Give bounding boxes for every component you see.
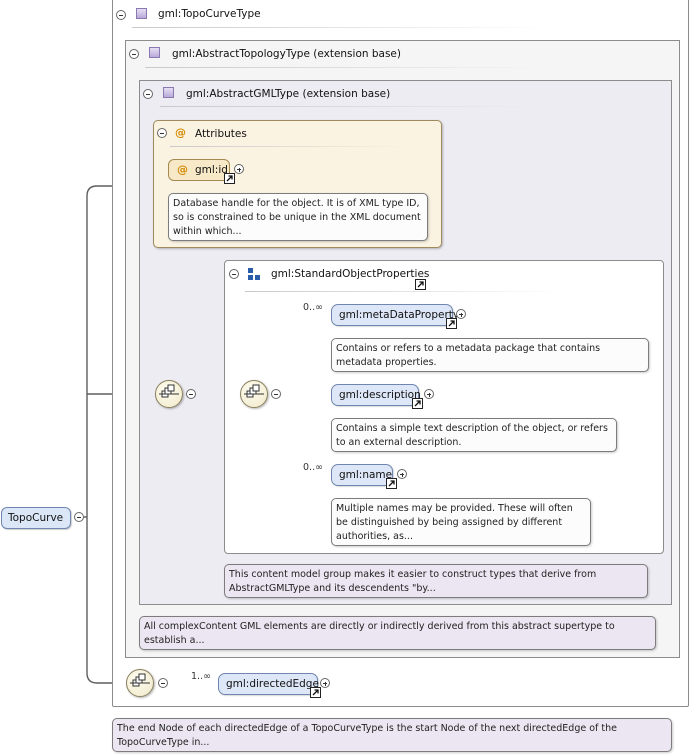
cardinality-label: 0..∞ (303, 462, 323, 473)
collapse-sequence[interactable] (186, 389, 196, 399)
reference-arrow-icon[interactable] (310, 687, 321, 698)
expand-description[interactable] (424, 389, 434, 399)
abstract-topology-type-label: gml:AbstractTopologyType (extension base… (172, 48, 401, 60)
group-icon (248, 268, 260, 280)
standard-object-properties-label: gml:StandardObjectProperties (271, 268, 430, 280)
abstract-gml-documentation: All complexContent GML elements are dire… (139, 616, 656, 650)
header-rule (245, 291, 565, 292)
collapse-standard-object-properties[interactable] (229, 269, 239, 279)
attribute-at-icon: @ (177, 163, 188, 176)
attribute-gml-id[interactable] (168, 159, 230, 181)
element-meta-data-property[interactable] (331, 304, 453, 326)
attribute-gml-id-label: gml:id (195, 164, 228, 176)
header-rule (145, 67, 545, 68)
complex-type-icon (136, 8, 147, 19)
gml-id-documentation: Database handle for the object. It is of… (168, 193, 428, 241)
reference-arrow-icon[interactable] (415, 279, 426, 290)
meta-data-property-documentation: Contains or refers to a metadata package… (331, 338, 649, 372)
header-rule (170, 146, 410, 147)
sequence-node-icon[interactable] (126, 669, 154, 697)
header-rule (132, 27, 552, 28)
element-label: gml:directedEdge (226, 678, 319, 690)
root-element-label: TopoCurve (8, 512, 64, 524)
sequence-node-icon[interactable] (240, 380, 268, 408)
reference-arrow-icon[interactable] (224, 173, 235, 184)
element-name[interactable] (331, 464, 393, 486)
collapse-sequence[interactable] (158, 678, 168, 688)
attributes-header: Attributes (195, 128, 247, 140)
standard-object-properties-documentation: This content model group makes it easier… (224, 564, 648, 598)
element-directed-edge[interactable] (218, 673, 318, 695)
expand-gml-id[interactable] (234, 164, 244, 174)
element-label: gml:metaDataProperty (339, 309, 460, 321)
description-documentation: Contains a simple text description of th… (331, 418, 617, 452)
collapse-root[interactable] (74, 512, 84, 522)
collapse-topo-curve-type[interactable] (116, 10, 126, 20)
element-label: gml:name (339, 469, 393, 481)
expand-directed-edge[interactable] (320, 678, 330, 688)
collapse-attributes[interactable] (157, 128, 167, 138)
directed-edge-documentation: The end Node of each directedEdge of a T… (112, 718, 672, 752)
reference-arrow-icon[interactable] (446, 318, 457, 329)
reference-arrow-icon[interactable] (386, 478, 397, 489)
reference-arrow-icon[interactable] (412, 398, 423, 409)
name-documentation: Multiple names may be provided. These wi… (331, 498, 591, 546)
expand-meta-data-property[interactable] (456, 309, 466, 319)
header-rule (160, 106, 540, 107)
cardinality-label: 0..∞ (303, 302, 323, 313)
sequence-node-icon[interactable] (155, 380, 183, 408)
element-description[interactable] (331, 384, 419, 406)
expand-name[interactable] (397, 469, 407, 479)
collapse-sequence[interactable] (271, 389, 281, 399)
collapse-abstract-topology[interactable] (129, 49, 139, 59)
cardinality-label: 1..∞ (191, 671, 211, 682)
topo-curve-type-label: gml:TopoCurveType (158, 8, 261, 20)
collapse-abstract-gml[interactable] (143, 89, 153, 99)
complex-type-icon (163, 87, 174, 98)
abstract-gml-type-label: gml:AbstractGMLType (extension base) (186, 88, 391, 100)
complex-type-icon (149, 47, 160, 58)
root-element-topo-curve[interactable] (1, 507, 71, 529)
element-label: gml:description (339, 389, 421, 401)
attribute-at-icon: @ (175, 126, 186, 139)
